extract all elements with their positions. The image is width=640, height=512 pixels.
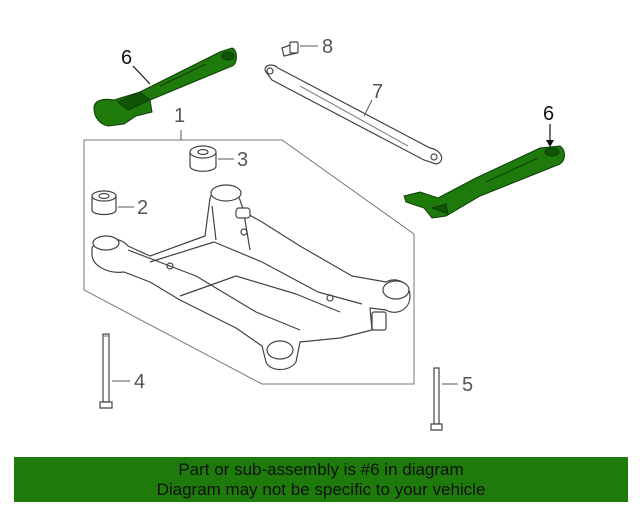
footer-line-2: Diagram may not be specific to your vehi…: [156, 480, 486, 499]
callout-6a-leader: [132, 65, 151, 85]
tie-rod-part-7: [264, 64, 443, 165]
assembly-frame: [83, 139, 415, 385]
bushing-part-2: [91, 190, 117, 216]
bolt-part-8: [281, 41, 299, 57]
footer-line-1: Part or sub-assembly is #6 in diagram: [178, 460, 464, 479]
callout-number-4: 4: [134, 371, 146, 393]
callout-number-6-right: 6: [543, 103, 555, 125]
callout-number-2: 2: [137, 197, 149, 219]
bolt-part-5: [430, 367, 443, 431]
callout-number-1: 1: [174, 105, 186, 127]
callout-7-leader: [363, 99, 373, 117]
callout-number-6-left: 6: [121, 47, 133, 69]
bushing-part-3: [189, 145, 217, 172]
callout-number-5: 5: [462, 374, 474, 396]
brace-part-6-left: [93, 47, 237, 127]
callout-number-3: 3: [237, 149, 249, 171]
callout-number-7: 7: [372, 81, 384, 103]
brace-part-6-right: [403, 145, 565, 219]
subframe-crossmember: [91, 184, 411, 371]
footer-banner: Part or sub-assembly is #6 in diagram Di…: [14, 457, 628, 502]
callout-number-8: 8: [322, 36, 334, 58]
bolt-part-4: [99, 333, 113, 409]
callout-6b-arrow: [546, 140, 554, 147]
